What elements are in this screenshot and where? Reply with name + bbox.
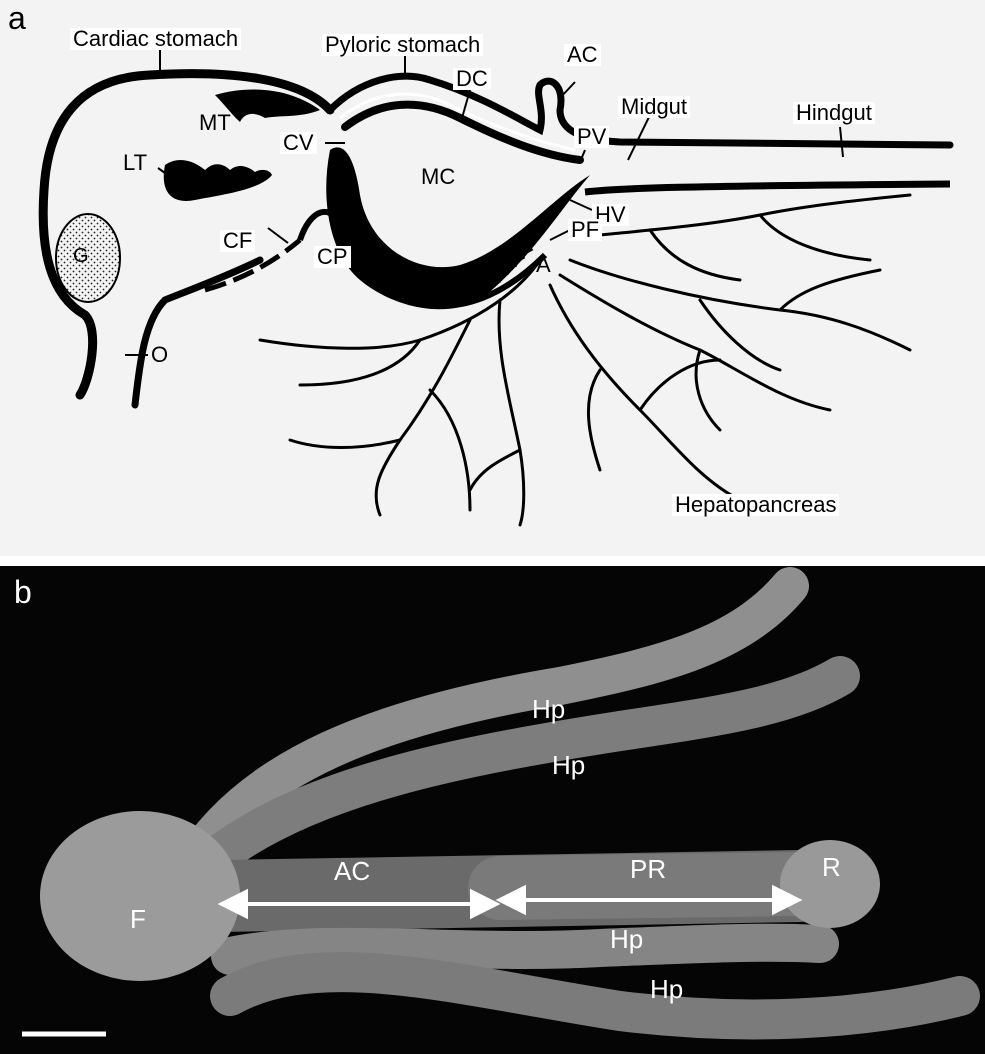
- label-cv: CV: [280, 132, 317, 154]
- label-cp: CP: [314, 246, 351, 268]
- pyloric-region-tube: [500, 884, 800, 888]
- label-mt: MT: [196, 112, 234, 134]
- lateral-tooth: [164, 160, 272, 201]
- panel-a-diagram: a Cardiac stomach Pyloric stomach DC AC …: [0, 0, 985, 556]
- label-hepatopancreas: Hepatopancreas: [672, 494, 839, 516]
- panel-letter-a: a: [8, 2, 26, 34]
- digestive-tract-diagram: [0, 0, 985, 556]
- midgut-hindgut-lower-wall: [585, 184, 950, 192]
- label-f: F: [130, 906, 146, 932]
- label-hp-1: Hp: [532, 696, 565, 722]
- label-pf: PF: [568, 219, 602, 241]
- label-dc: DC: [453, 68, 491, 90]
- label-hp-2: Hp: [552, 752, 585, 778]
- label-r: R: [822, 854, 841, 880]
- label-a: A: [533, 254, 554, 276]
- label-mc: MC: [418, 166, 458, 188]
- label-pv: PV: [574, 126, 609, 148]
- label-hp-4: Hp: [650, 976, 683, 1002]
- panel-letter-b: b: [14, 576, 32, 608]
- panel-b-photograph: Hp Hp AC PR R F Hp Hp: [0, 566, 985, 1054]
- label-hp-3: Hp: [610, 926, 643, 952]
- hepatopancreas-tubule-lower-2: [230, 972, 960, 1019]
- foregut-mass: [40, 811, 240, 981]
- label-pr: PR: [630, 856, 666, 882]
- label-cf: CF: [220, 230, 255, 252]
- label-ac-photo: AC: [334, 858, 370, 884]
- label-g: G: [70, 246, 92, 266]
- dissected-gut-photo: [0, 566, 985, 1054]
- label-midgut: Midgut: [618, 96, 690, 118]
- label-lt: LT: [120, 152, 150, 174]
- label-cardiac-stomach: Cardiac stomach: [70, 28, 241, 50]
- oesophagus-inner-wall: [135, 260, 260, 405]
- label-ac: AC: [564, 44, 601, 66]
- label-pyloric-stomach: Pyloric stomach: [322, 34, 483, 56]
- label-hindgut: Hindgut: [793, 102, 875, 124]
- label-o: O: [148, 344, 171, 366]
